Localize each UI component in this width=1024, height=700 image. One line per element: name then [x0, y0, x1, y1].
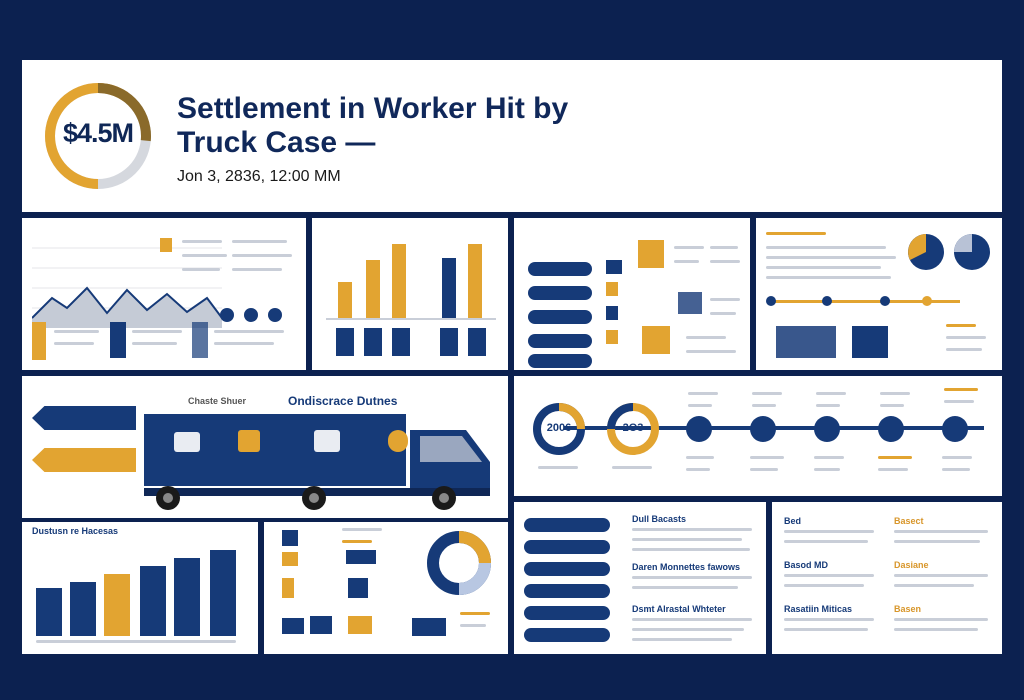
truck-icon: [144, 414, 490, 510]
bar-chart: [326, 238, 496, 320]
chart-icon: [282, 530, 298, 546]
bar: [140, 566, 166, 636]
settlement-ring: [45, 83, 151, 189]
gavel-icon: [678, 292, 702, 314]
timeline-circle-label: 2O3: [622, 422, 644, 434]
mini-charts-panel: [264, 522, 508, 654]
chart-icon: [348, 578, 368, 598]
chart-icon: [412, 618, 446, 636]
worker-icon: [606, 306, 618, 320]
bar: [104, 574, 130, 636]
text-heading-1: Dull Bacasts: [632, 514, 687, 524]
chart-icon: [348, 616, 372, 634]
timeline-panel: 2006 2O3: [514, 376, 1002, 496]
bar: [70, 582, 96, 636]
bar: [210, 550, 236, 636]
chart-icon: [346, 550, 376, 564]
timeline-node: [750, 416, 776, 442]
chart-icon: [282, 618, 304, 634]
timeline-node: [814, 416, 840, 442]
right-heading-3: Basod MD: [784, 560, 829, 570]
worker-icon: [32, 322, 46, 360]
bar: [36, 588, 62, 636]
text-heading-2: Daren Monnettes fawows: [632, 562, 741, 572]
bottom-bar-chart: [36, 548, 248, 636]
gavel-icon: [642, 326, 670, 354]
tag-navy: [32, 406, 136, 430]
bar: [442, 258, 456, 318]
page-title: Settlement in Worker Hit by Truck Case —: [177, 92, 697, 160]
worker-icon: [110, 322, 126, 358]
timeline-node: [942, 416, 968, 442]
worker-icon: [606, 330, 618, 344]
chart-icon: [160, 238, 172, 252]
title-line-2: Truck Case —: [177, 126, 376, 159]
pie-timeline-panel: [756, 218, 1002, 370]
right-heading-4: Dasiane: [894, 560, 929, 570]
bar: [338, 282, 352, 318]
timeline-circle-label: 2006: [546, 422, 572, 434]
right-heading-6: Basen: [894, 604, 922, 614]
pie-chart: [908, 234, 944, 270]
document-icon: [392, 328, 410, 356]
gavel-icon: [638, 240, 664, 268]
truck-heading: Ondiscrace Dutnes: [288, 394, 398, 408]
timeline-node: [686, 416, 712, 442]
worker-icon: [192, 322, 208, 358]
timeline-node: [878, 416, 904, 442]
document-icon: [468, 328, 486, 356]
area-chart-panel: [22, 218, 306, 370]
bar: [174, 558, 200, 636]
header-banner: $4.5M Settlement in Worker Hit by Truck …: [22, 60, 1002, 212]
area-chart: [32, 247, 222, 328]
chart-icon: [282, 552, 298, 566]
bar: [468, 244, 482, 318]
worker-icon: [606, 260, 622, 274]
bars-heading: Dustusn re Hacesas: [32, 526, 119, 536]
title-line-1: Settlement in Worker Hit by: [177, 92, 569, 125]
truck-panel: Chaste Shuer Ondiscrace Dutnes: [22, 376, 508, 518]
donut-chart: [427, 531, 491, 595]
timeline-circle: [533, 403, 585, 455]
pie-chart: [954, 234, 990, 270]
case-date: Jon 3, 2836, 12:00 MM: [177, 168, 341, 185]
bar: [392, 244, 406, 318]
text-panel: Dull Bacasts Daren Monnettes fawows Dsmt…: [514, 502, 766, 654]
right-text-panel: Bed Basod MD Rasatiin Miticas Basect Das…: [772, 502, 1002, 654]
tag-gold: [32, 448, 136, 472]
document-icon: [336, 328, 354, 356]
bar-chart-panel: [312, 218, 508, 370]
timeline-circle: [607, 403, 659, 455]
bar: [366, 260, 380, 318]
document-icon: [440, 328, 458, 356]
worker-icon: [606, 282, 618, 296]
right-heading-1: Bed: [784, 516, 802, 526]
truck-small-heading: Chaste Shuer: [188, 396, 247, 406]
document-icon: [776, 326, 836, 358]
chart-icon: [282, 578, 294, 598]
right-heading-5: Rasatiin Miticas: [784, 604, 853, 614]
chart-icon: [852, 326, 888, 358]
settlement-amount: $4.5M: [62, 118, 134, 148]
bottom-bar-panel: Dustusn re Hacesas: [22, 522, 258, 654]
document-icon: [364, 328, 382, 356]
categories-panel: [514, 218, 750, 370]
chart-icon: [310, 616, 332, 634]
text-heading-3: Dsmt Alrastal Whteter: [632, 604, 726, 614]
right-heading-2: Basect: [894, 516, 924, 526]
